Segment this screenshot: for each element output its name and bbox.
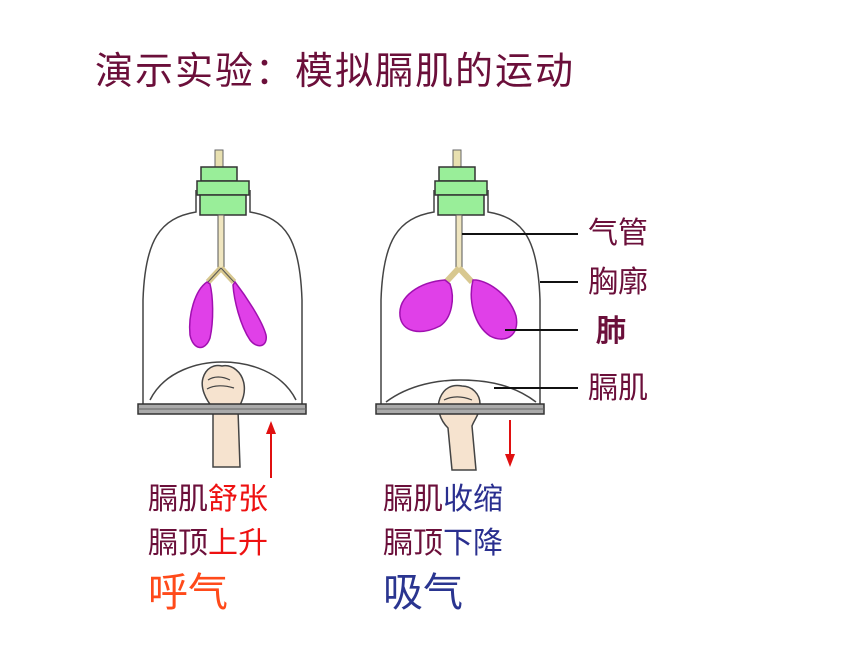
right-bell-jar — [375, 149, 545, 471]
label-trachea: 气管 — [588, 216, 648, 251]
right-arrow-down — [505, 454, 515, 467]
left-stopper — [200, 166, 238, 182]
left-caption-line1: 膈肌舒张 — [148, 482, 268, 517]
right-hand — [437, 384, 481, 471]
left-lung-left — [188, 281, 214, 349]
left-caption: 膈肌舒张 膈顶上升 呼气 — [148, 478, 268, 620]
right-lung-right — [470, 279, 518, 340]
left-caption-line2: 膈顶上升 — [148, 526, 268, 561]
right-caption-line2: 膈顶下降 — [383, 526, 503, 561]
label-diaphragm: 膈肌 — [588, 371, 648, 406]
right-lung-left — [399, 279, 453, 333]
page-title: 演示实验：模拟膈肌的运动 — [95, 49, 576, 93]
right-caption-line1: 膈肌收缩 — [383, 482, 503, 517]
right-caption: 膈肌收缩 膈顶下降 吸气 — [383, 478, 503, 620]
label-lung: 肺 — [596, 314, 626, 349]
left-diaphragm-membrane — [149, 361, 297, 401]
right-diaphragm-membrane — [385, 379, 537, 403]
left-bell-jar — [137, 149, 307, 478]
left-hand — [201, 364, 246, 468]
left-arrow-up — [266, 421, 276, 434]
left-result: 呼气 — [148, 570, 228, 616]
right-jar-glass — [380, 190, 541, 405]
right-stopper — [438, 166, 476, 182]
left-jar-glass — [142, 190, 303, 405]
right-result: 吸气 — [383, 570, 463, 616]
left-lung-right — [232, 280, 267, 347]
label-thorax: 胸廓 — [588, 265, 648, 300]
